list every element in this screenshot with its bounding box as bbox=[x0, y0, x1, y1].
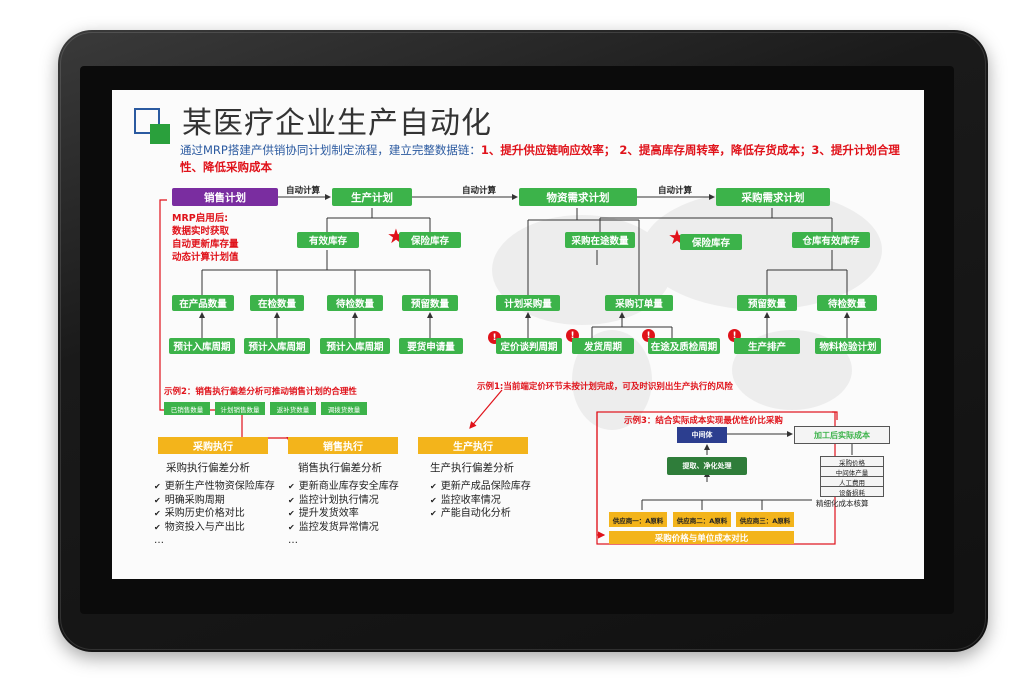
safety-stock-box-2: 保险库存 bbox=[680, 234, 742, 250]
subtitle-goals: 1、提升供应链响应效率； 2、提高库存周转率，降低存货成本；3、提升计划合理性、… bbox=[180, 143, 900, 174]
section-list-sales: 更新商业库存安全库存 监控计划执行情况 提升发货效率 监控发货异常情况 … bbox=[288, 480, 399, 548]
example3-note: 示例3：结合实际成本实现最优性价比采购 bbox=[624, 416, 783, 426]
section-tag-sales: 销售执行 bbox=[288, 437, 398, 454]
example1-note: 示例1:当前端定价环节未按计划完成，可及时识别出生产执行的风险 bbox=[477, 382, 733, 392]
effective-stock-box: 有效库存 bbox=[297, 232, 359, 248]
delivery-cycle-box: 发货周期 bbox=[572, 338, 634, 354]
mini-tag-1: 已销售数量 bbox=[164, 402, 210, 415]
slide-title: 某医疗企业生产自动化 bbox=[182, 106, 492, 141]
extract-purify-box: 提取、净化处理 bbox=[667, 457, 747, 475]
section-title-sales: 销售执行偏差分析 bbox=[298, 462, 382, 474]
logo-square-green bbox=[150, 124, 170, 144]
cost-item-4: 设备损耗 bbox=[820, 486, 884, 497]
section-list-production: 更新产成品保险库存 监控收率情况 产能自动化分析 bbox=[430, 480, 531, 521]
plan-purchase-qty-box: 计划采购量 bbox=[496, 295, 560, 311]
section-list-purchase: 更新生产性物资保险库存 明确采购周期 采购历史价格对比 物资投入与产出比 … bbox=[154, 480, 275, 548]
auto-calc-label-3: 自动计算 bbox=[658, 186, 693, 196]
warehouse-effective-box: 仓库有效库存 bbox=[792, 232, 870, 248]
sales-plan-box: 销售计划 bbox=[172, 188, 278, 206]
transit-qc-cycle-box: 在途及质检周期 bbox=[648, 338, 720, 354]
subtitle-intro: 通过MRP搭建产供销协同计划制定流程，建立完整数据链： bbox=[180, 143, 481, 157]
pending-inspection-box: 待检数量 bbox=[327, 295, 383, 311]
logo-square-blue bbox=[134, 108, 160, 134]
price-cost-compare-box: 采购价格与单位成本对比 bbox=[609, 531, 794, 544]
production-plan-box: 生产计划 bbox=[332, 188, 412, 206]
request-qty-box: 要货申请量 bbox=[399, 338, 463, 354]
purchase-plan-box: 采购需求计划 bbox=[716, 188, 830, 206]
mini-tag-4: 调拨货数量 bbox=[321, 402, 367, 415]
supplier-3-box: 供应商三：A原料 bbox=[736, 512, 794, 527]
supplier-2-box: 供应商二：A原料 bbox=[673, 512, 731, 527]
in-product-box: 在产品数量 bbox=[172, 295, 234, 311]
slide-screen: 某医疗企业生产自动化 通过MRP搭建产供销协同计划制定流程，建立完整数据链：1、… bbox=[112, 90, 924, 579]
pre-in-cycle-box-2: 预计入库周期 bbox=[244, 338, 310, 354]
pre-in-cycle-box-1: 预计入库周期 bbox=[169, 338, 235, 354]
section-tag-purchase: 采购执行 bbox=[158, 437, 268, 454]
section-title-production: 生产执行偏差分析 bbox=[430, 462, 514, 474]
reserved-box-2: 预留数量 bbox=[737, 295, 797, 311]
auto-calc-label-2: 自动计算 bbox=[462, 186, 497, 196]
reserved-box: 预留数量 bbox=[402, 295, 458, 311]
pre-in-cycle-box-3: 预计入库周期 bbox=[320, 338, 390, 354]
pending-inspection-box-2: 待检数量 bbox=[817, 295, 877, 311]
section-title-purchase: 采购执行偏差分析 bbox=[166, 462, 250, 474]
processed-cost-box: 加工后实际成本 bbox=[794, 426, 890, 444]
material-check-plan-box: 物料检验计划 bbox=[815, 338, 881, 354]
slide-subtitle: 通过MRP搭建产供销协同计划制定流程，建立完整数据链：1、提升供应链响应效率； … bbox=[180, 142, 920, 176]
mini-tag-2: 计划销售数量 bbox=[215, 402, 265, 415]
example2-note: 示例2：销售执行偏差分析可推动销售计划的合理性 bbox=[164, 387, 357, 397]
in-inspection-box: 在检数量 bbox=[250, 295, 304, 311]
material-plan-box: 物资需求计划 bbox=[519, 188, 637, 206]
purchase-in-transit-box: 采购在途数量 bbox=[565, 232, 635, 248]
mini-tag-3: 返补货数量 bbox=[270, 402, 316, 415]
safety-stock-box: 保险库存 bbox=[399, 232, 461, 248]
supplier-1-box: 供应商一：A原料 bbox=[609, 512, 667, 527]
pricing-cycle-box: 定价谈判周期 bbox=[496, 338, 562, 354]
purchase-order-qty-box: 采购订单量 bbox=[605, 295, 673, 311]
production-schedule-box: 生产排产 bbox=[734, 338, 800, 354]
fine-cost-label: 精细化成本核算 bbox=[816, 499, 869, 508]
middle-product-box: 中间体 bbox=[677, 427, 727, 443]
auto-calc-label-1: 自动计算 bbox=[286, 186, 321, 196]
mrp-note: MRP启用后: 数据实时获取 自动更新库存量 动态计算计划值 bbox=[172, 213, 239, 263]
section-tag-production: 生产执行 bbox=[418, 437, 528, 454]
